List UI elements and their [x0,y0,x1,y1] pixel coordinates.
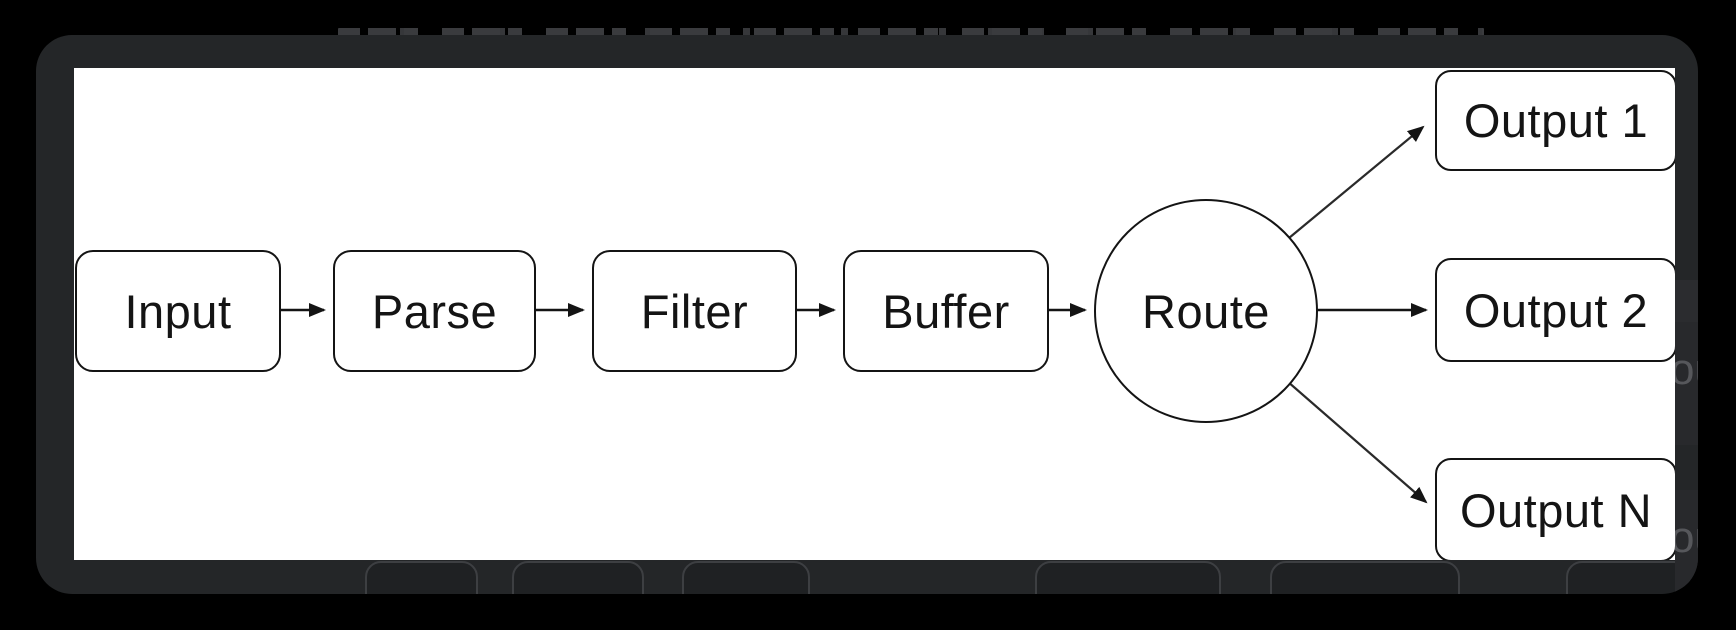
node-label: Output 2 [1463,283,1649,337]
right-edge-fragment-2: ou [1675,490,1698,594]
clipped-output-text: ou [1675,513,1698,562]
background-box-fragment [1566,561,1690,594]
background-box-fragment [365,561,478,594]
node-label: Filter [640,284,749,338]
node-parse: Parse [333,250,536,372]
node-label: Buffer [882,284,1010,338]
edge-route-output1 [1288,125,1425,239]
node-label: Output 1 [1463,94,1649,147]
clipped-output-text: ou [1675,345,1698,394]
node-filter: Filter [592,250,797,372]
node-label: Route [1142,284,1270,338]
background-box-fragment [512,561,644,594]
node-output-n: Output N [1435,458,1675,560]
right-edge-fragment-1: ou [1675,322,1698,445]
node-buffer: Buffer [843,250,1049,372]
node-label: Output N [1459,483,1653,537]
node-label: Parse [371,284,498,338]
edge-route-outputn [1286,380,1428,504]
background-box-fragment [1270,561,1460,594]
diagram-image[interactable]: Input Parse Filter Buffer Route Output 1… [74,68,1675,560]
clipped-text-fragment [338,28,1484,36]
lightbox-panel: ou ou Input [36,35,1698,594]
node-input: Input [75,250,281,372]
node-label: Input [124,284,232,338]
node-output-2: Output 2 [1435,258,1675,362]
background-box-fragment [1035,561,1221,594]
node-output-1: Output 1 [1435,70,1675,171]
node-route: Route [1094,199,1318,423]
right-edge-band [1675,280,1698,322]
background-box-fragment [682,561,810,594]
